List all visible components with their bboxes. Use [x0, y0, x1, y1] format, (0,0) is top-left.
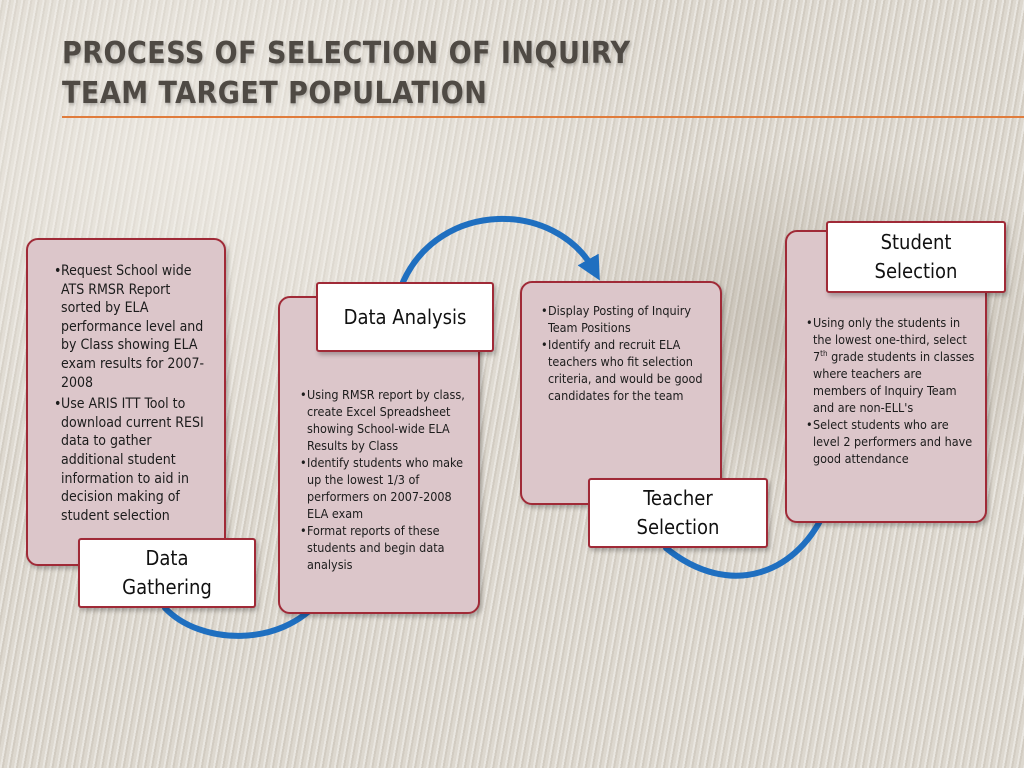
data-analysis-bullets: Using RMSR report by class, create Excel… — [300, 386, 468, 573]
arc-gathering-to-analysis — [162, 597, 323, 639]
title-underline — [62, 116, 1024, 118]
slide-title-line-2: TEAM TARGET POPULATION — [62, 76, 488, 111]
student-selection-card: Using only the students in the lowest on… — [785, 230, 987, 523]
arc-teacher-to-student — [663, 501, 831, 579]
bullet-item: Format reports of these students and beg… — [300, 522, 468, 573]
bullet-item: Using only the students in the lowest on… — [806, 314, 975, 416]
teacher-selection-bullets: Display Posting of Inquiry Team Position… — [541, 302, 710, 404]
bullet-item: Display Posting of Inquiry Team Position… — [541, 302, 710, 336]
data-analysis-label: Data Analysis — [316, 282, 494, 352]
bullet-item: Identify and recruit ELA teachers who fi… — [541, 336, 710, 404]
bullet-item: Identify students who make up the lowest… — [300, 454, 468, 522]
teacher-selection-label: Teacher Selection — [588, 478, 768, 548]
student-selection-label: Student Selection — [826, 221, 1006, 293]
bullet-item: Use ARIS ITT Tool to download current RE… — [54, 395, 214, 525]
student-selection-bullets: Using only the students in the lowest on… — [806, 314, 975, 467]
data-gathering-label: Data Gathering — [78, 538, 256, 608]
data-gathering-card: Request School wide ATS RMSR Report sort… — [26, 238, 226, 566]
slide-title-line-1: PROCESS OF SELECTION OF INQUIRY — [62, 36, 631, 71]
superscript-th: th — [820, 348, 828, 358]
arc-analysis-to-teacher — [400, 215, 600, 285]
slide-title: PROCESS OF SELECTION OF INQUIRY TEAM TAR… — [62, 34, 631, 114]
data-gathering-bullets: Request School wide ATS RMSR Report sort… — [54, 262, 214, 525]
bullet-item: Request School wide ATS RMSR Report sort… — [54, 262, 214, 392]
bullet-text: Using only the students in the lowest on… — [813, 315, 967, 364]
teacher-selection-card: Display Posting of Inquiry Team Position… — [520, 281, 722, 505]
bullet-item: Select students who are level 2 performe… — [806, 416, 975, 467]
bullet-item: Using RMSR report by class, create Excel… — [300, 386, 468, 454]
bullet-text: grade students in classes where teachers… — [813, 349, 975, 415]
